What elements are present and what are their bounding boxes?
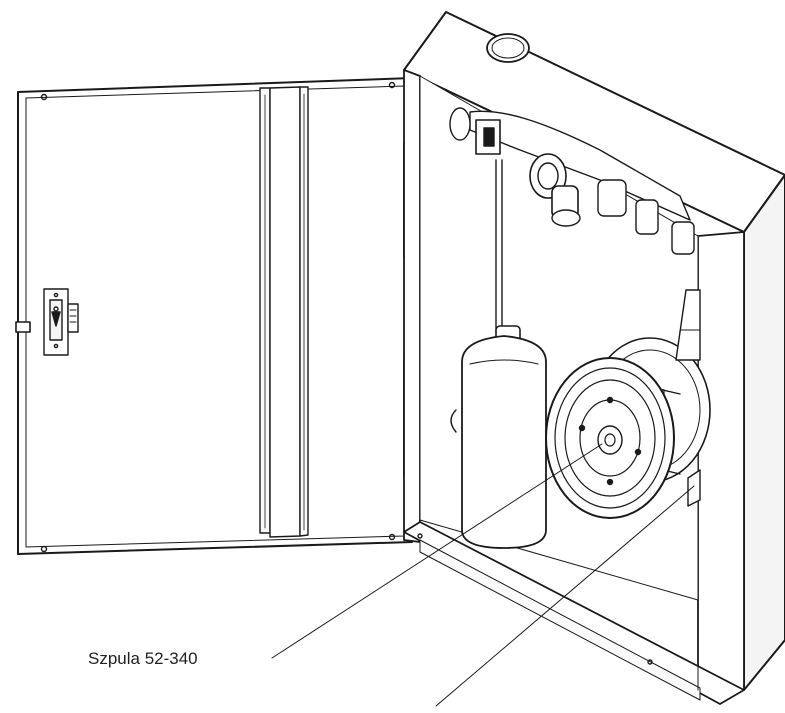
fire-extinguisher — [450, 325, 547, 549]
callout-leaders — [271, 443, 695, 707]
door-lock-plate — [15, 288, 79, 356]
valve-assembly — [449, 107, 695, 331]
callout-label-spool: Szpula 52-340 — [88, 649, 198, 668]
leader-line-spool — [271, 443, 603, 659]
cabinet-door — [17, 77, 413, 555]
hose-reel-spool — [545, 289, 711, 519]
leader-line-bracket — [435, 485, 695, 707]
door-stiffener-ribs — [259, 86, 309, 538]
